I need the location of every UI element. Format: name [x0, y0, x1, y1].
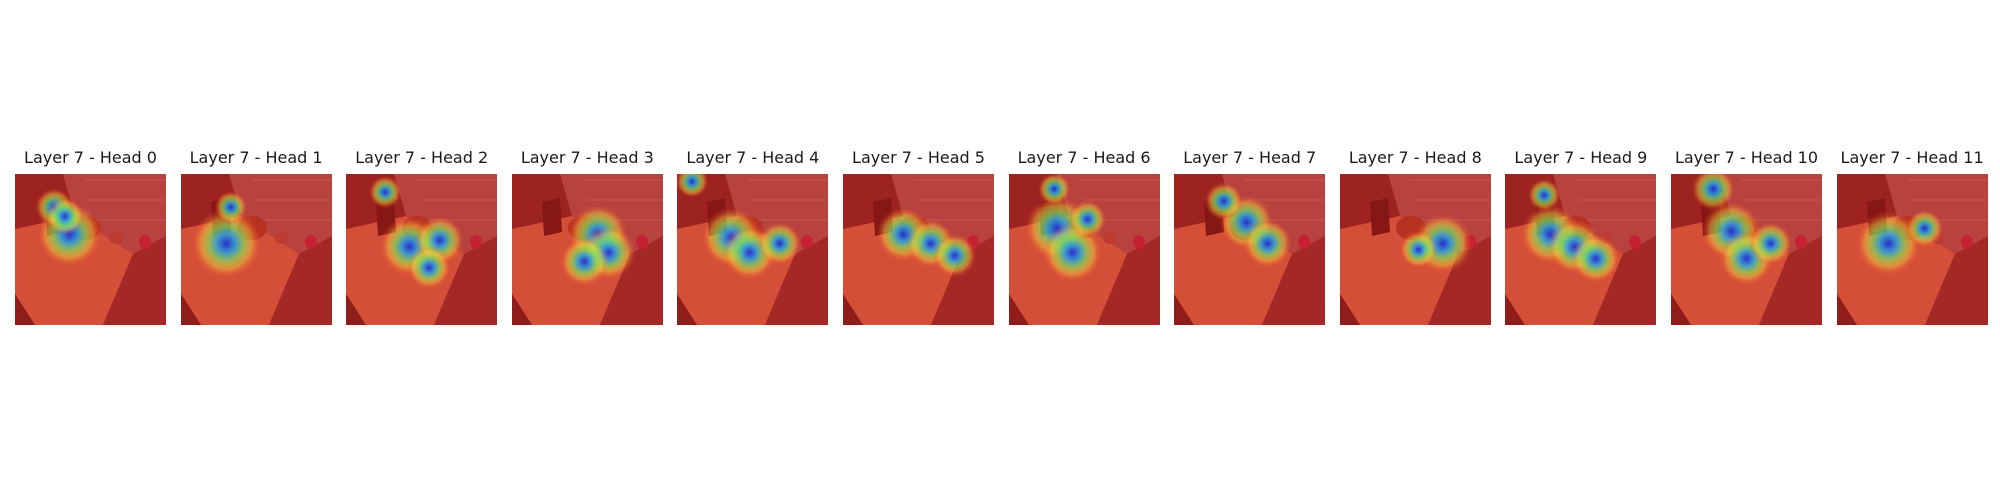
panel-title: Layer 7 - Head 4 — [686, 148, 820, 167]
attention-hotspot — [214, 190, 247, 224]
attention-heatmap-image — [1008, 174, 1160, 325]
attention-heatmap-image — [677, 174, 829, 325]
panel-title: Layer 7 - Head 1 — [189, 148, 323, 167]
attention-heatmap-image — [1339, 174, 1491, 325]
attention-hotspot — [1243, 218, 1293, 268]
attention-hotspot — [1068, 200, 1107, 239]
panel-title: Layer 7 - Head 9 — [1514, 148, 1648, 167]
attention-hotspot — [407, 245, 451, 290]
attention-heatmap-image — [180, 174, 332, 325]
attention-hotspot — [1528, 178, 1561, 212]
panel-title: Layer 7 - Head 5 — [852, 148, 985, 167]
attention-hotspot — [45, 197, 84, 236]
attention-hotspot — [758, 221, 802, 266]
attention-hotspot — [1037, 174, 1071, 206]
attention-hotspot — [369, 175, 402, 209]
panel-title: Layer 7 - Head 8 — [1348, 148, 1482, 167]
panel-title: Layer 7 - Head 3 — [520, 148, 654, 167]
panel-title: Layer 7 - Head 11 — [1840, 148, 1984, 167]
attention-hotspot — [190, 208, 262, 279]
panel-title: Layer 7 - Head 10 — [1674, 148, 1819, 167]
attention-hotspot — [1204, 182, 1244, 221]
attention-heatmap-image — [1836, 174, 1988, 325]
attention-heatmap-image — [15, 174, 166, 325]
attention-heatmap-image — [511, 174, 663, 325]
attention-hotspot — [1399, 230, 1438, 269]
panel-title: Layer 7 - Head 6 — [1017, 148, 1151, 167]
attention-hotspot — [932, 233, 977, 278]
attention-hotspot — [1855, 210, 1921, 277]
attention-heatmap-image — [1505, 174, 1657, 325]
panel-title: Layer 7 - Head 7 — [1183, 148, 1317, 167]
attention-hotspot — [1905, 209, 1944, 248]
attention-hotspot — [677, 174, 709, 198]
attention-heatmap-image — [346, 174, 498, 325]
attention-hotspot — [1691, 174, 1736, 211]
attention-heatmap-image — [843, 174, 994, 325]
attention-heatmap-image — [1671, 174, 1822, 325]
panel-title: Layer 7 - Head 2 — [355, 148, 489, 167]
attention-hotspot — [1571, 234, 1621, 284]
panel-title: Layer 7 - Head 0 — [24, 148, 157, 167]
attention-hotspot — [1748, 221, 1793, 266]
attention-heatmap-image — [1174, 174, 1326, 325]
attention-hotspot — [559, 237, 609, 287]
